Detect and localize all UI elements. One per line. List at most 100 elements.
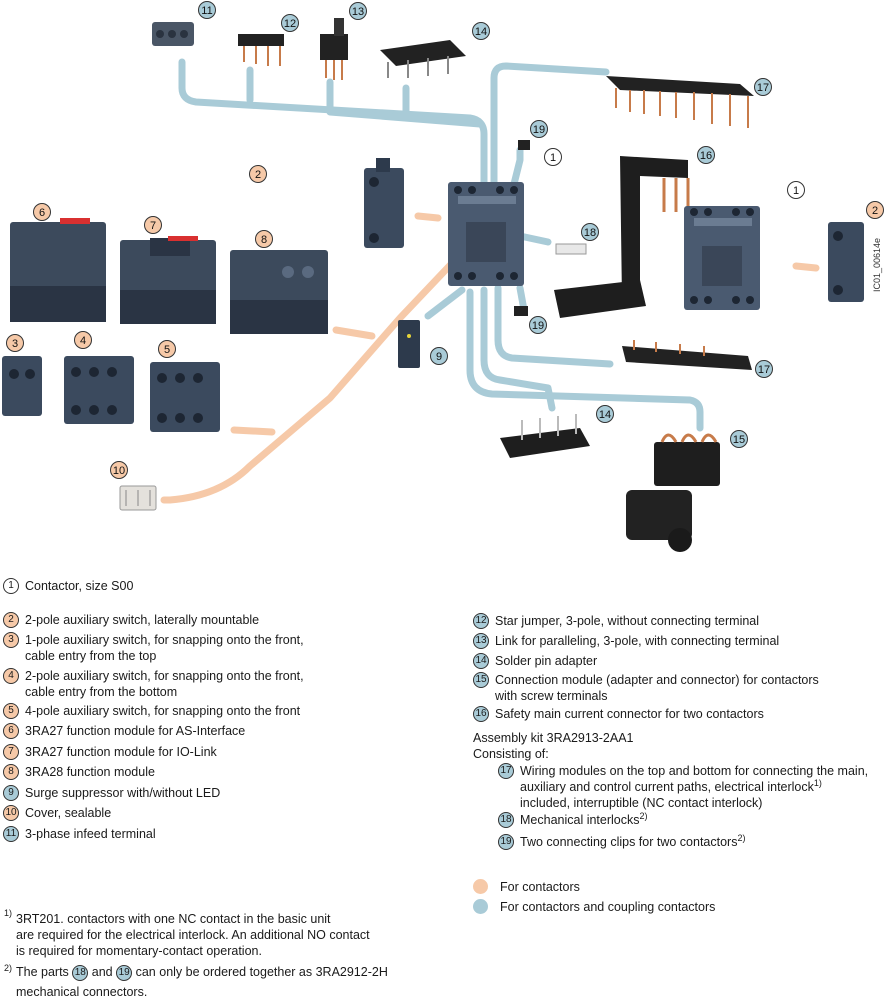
component-19-clip-bottom (514, 306, 528, 316)
legend-badge: 13 (473, 633, 489, 649)
image-code: IC01_00614e (872, 238, 882, 292)
footnote-2-mark: 2) (4, 963, 13, 973)
legend-text: 4-pole auxiliary switch, for snapping on… (25, 704, 301, 718)
callout-label: 14 (475, 26, 487, 38)
component-8-function-module (230, 250, 328, 334)
footnote-ref: 2) (737, 832, 746, 843)
legend-badge: 19 (498, 834, 514, 850)
component-10-sealable-cover (119, 485, 157, 511)
legend-badge: 9 (3, 785, 19, 801)
callout-10: 10 (110, 461, 128, 479)
callout-12: 12 (281, 14, 299, 32)
callout-label: 16 (700, 150, 712, 162)
assembly-kit: Assembly kit 3RA2913-2AA1 Consisting of: (473, 730, 634, 762)
callout-label: 1 (550, 152, 556, 164)
callout-2: 2 (249, 165, 267, 183)
legend-text: Two connecting clips for two contactors2… (520, 832, 746, 849)
callout-17: 17 (755, 360, 773, 378)
footnote-2-badge-19: 19 (116, 964, 133, 981)
callout-label: 18 (584, 227, 596, 239)
color-swatch (473, 879, 488, 894)
callout-1: 1 (787, 181, 805, 199)
callout-11: 11 (198, 1, 216, 19)
callout-2: 2 (866, 201, 884, 219)
component-19-clip-top (518, 140, 530, 150)
legend-text: Cover, sealable (25, 806, 112, 820)
legend-item-4: 4 2-pole auxiliary switch, for snapping o… (3, 668, 343, 700)
legend-badge: 16 (473, 706, 489, 722)
footnote-2-pre: The parts (16, 965, 69, 979)
footnote-1-text: 3RT201. contactors with one NC contact i… (16, 912, 370, 958)
legend-text: Star jumper, 3-pole, without connecting … (495, 614, 760, 628)
callout-label: 17 (757, 82, 769, 94)
legend-badge: 14 (473, 653, 489, 669)
callout-label: 17 (758, 364, 770, 376)
callout-19: 19 (529, 316, 547, 334)
legend-text-continued: included, interruptible (NC contact inte… (520, 796, 763, 810)
component-13-paralleling-link (320, 18, 348, 80)
component-9-surge-suppressor (398, 320, 420, 368)
callout-label: 7 (150, 220, 156, 232)
footnote-2-text: The parts 18 and 19 can only be ordered … (16, 964, 388, 981)
component-6-as-interface-module (10, 218, 106, 322)
legend-item-10: 10 Cover, sealable (3, 805, 343, 821)
callout-label: 14 (599, 409, 611, 421)
callout-4: 4 (74, 331, 92, 349)
callout-label: 12 (284, 18, 296, 30)
callout-label: 5 (164, 344, 170, 356)
legend-badge: 1 (3, 578, 19, 594)
callout-14: 14 (596, 405, 614, 423)
callout-17: 17 (754, 78, 772, 96)
callout-6: 6 (33, 203, 51, 221)
legend-item-19: 19 Two connecting clips for two contactor… (498, 832, 888, 850)
legend-badge: 11 (3, 826, 19, 842)
footnote-2-mid: and (91, 965, 113, 979)
callout-label: 11 (201, 5, 212, 17)
callout-label: 1 (793, 185, 799, 197)
color-legend-item: For contactors (473, 879, 580, 895)
callout-label: 19 (532, 320, 544, 332)
legend-text: 2-pole auxiliary switch, for snapping on… (25, 669, 304, 699)
callout-8: 8 (255, 230, 273, 248)
assembly-title: Assembly kit 3RA2913-2AA1 (473, 731, 634, 745)
component-17-wiring-module-top (606, 76, 754, 128)
component-11-infeed-terminal (152, 22, 194, 46)
footnote-ref: 1) (813, 777, 822, 788)
component-7-io-link-module (120, 236, 216, 324)
callout-1: 1 (544, 148, 562, 166)
legend-text: Mechanical interlocks2) (520, 810, 648, 827)
color-swatch (473, 899, 488, 914)
footnote-ref: 2) (639, 810, 648, 821)
legend-text: 3RA28 function module (25, 765, 155, 779)
callout-7: 7 (144, 216, 162, 234)
component-5-aux-switch-4-pole (150, 362, 220, 432)
component-12-star-jumper (238, 34, 284, 66)
callout-16: 16 (697, 146, 715, 164)
connection-paths (160, 58, 820, 504)
legend-text: 1-pole auxiliary switch, for snapping on… (25, 633, 304, 663)
legend-text: 2-pole auxiliary switch, laterally mount… (25, 613, 260, 627)
footnote-1-mark: 1) (4, 908, 13, 918)
callout-13: 13 (349, 2, 367, 20)
callout-label: 8 (261, 234, 267, 246)
legend-badge: 4 (3, 668, 19, 684)
legend-badge: 12 (473, 613, 489, 629)
callout-18: 18 (581, 223, 599, 241)
callout-label: 4 (80, 335, 86, 347)
legend-badge: 17 (498, 763, 514, 779)
legend-item-12: 12 Star jumper, 3-pole, without connectin… (473, 613, 883, 629)
legend-badge: 10 (3, 805, 19, 821)
component-1-contactor-right (684, 206, 760, 310)
callout-label: 2 (872, 205, 878, 217)
component-4-aux-switch-2-pole (64, 356, 134, 424)
